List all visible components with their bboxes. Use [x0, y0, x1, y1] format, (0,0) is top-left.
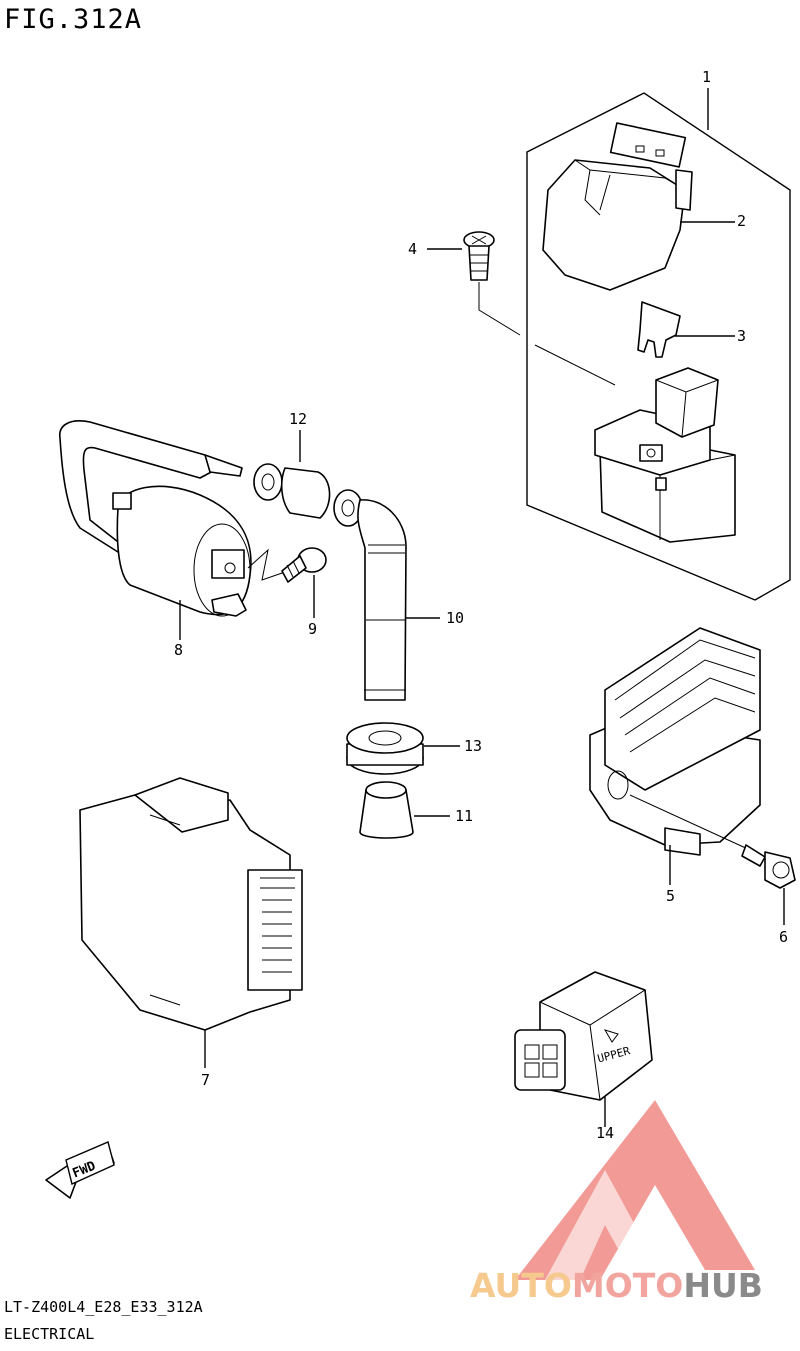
callout-3: 3 — [737, 327, 746, 345]
watermark-hub: HUB — [683, 1266, 763, 1305]
fwd-arrow — [45, 1141, 115, 1199]
bolt-6 — [741, 844, 796, 925]
watermark-auto: AUTO — [470, 1266, 572, 1305]
spark-plug-cap-cover — [253, 430, 331, 519]
spark-plug-cap — [333, 489, 440, 701]
callout-12: 12 — [289, 410, 307, 428]
watermark-text: AUTOMOTOHUB — [470, 1266, 763, 1305]
ignition-coil — [59, 420, 286, 640]
callout-14: 14 — [596, 1124, 614, 1142]
regulator-rectifier — [589, 627, 761, 885]
callout-9: 9 — [308, 620, 317, 638]
connector — [514, 971, 653, 1127]
relay-cover — [542, 122, 693, 291]
callout-2: 2 — [737, 212, 746, 230]
callout-1: 1 — [702, 68, 711, 86]
callout-8: 8 — [174, 641, 183, 659]
grommet — [346, 722, 460, 775]
callout-13: 13 — [464, 737, 482, 755]
starter-relay — [594, 367, 736, 543]
callout-7: 7 — [201, 1071, 210, 1089]
callout-5: 5 — [666, 887, 675, 905]
bolt-4 — [427, 231, 616, 386]
section-name: ELECTRICAL — [4, 1325, 95, 1343]
fuse — [637, 301, 681, 358]
callout-6: 6 — [779, 928, 788, 946]
starter-relay-assembly — [526, 88, 791, 601]
callout-11: 11 — [455, 807, 473, 825]
fwd-label: FWD — [71, 1159, 99, 1182]
callout-10: 10 — [446, 609, 464, 627]
rubber-cap — [359, 781, 450, 839]
control-module — [79, 777, 303, 1068]
model-code: LT-Z400L4_E28_E33_312A — [4, 1298, 203, 1316]
callout-4: 4 — [408, 240, 417, 258]
figure-title: FIG.312A — [4, 4, 143, 35]
upper-label: UPPER — [596, 1044, 632, 1065]
watermark-logo — [515, 1100, 755, 1280]
bolt-9 — [281, 547, 327, 618]
watermark-moto: MOTO — [571, 1266, 684, 1305]
